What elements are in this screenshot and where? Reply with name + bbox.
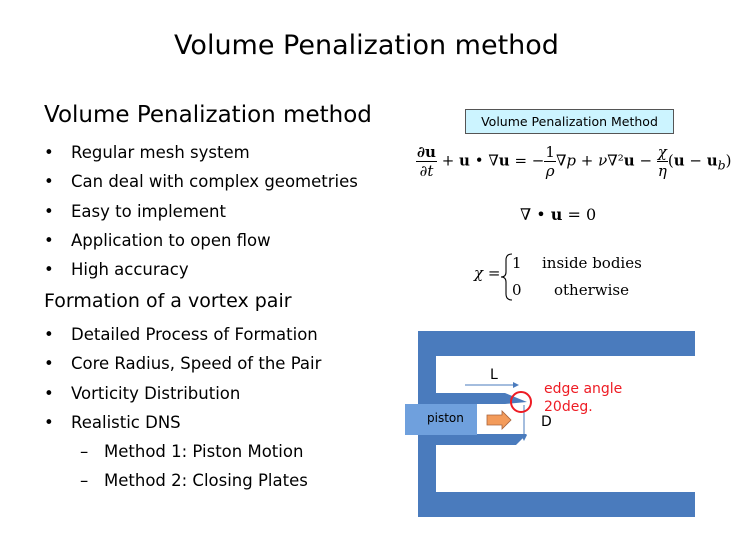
edge-highlight-circle bbox=[510, 391, 532, 413]
upper-tube-wall bbox=[436, 393, 527, 404]
piston-block bbox=[405, 404, 477, 435]
chi-brace bbox=[500, 253, 513, 301]
vortex-bullet-list: •Detailed Process of Formation •Core Rad… bbox=[44, 320, 321, 437]
bullet-item: •Realistic DNS bbox=[44, 412, 181, 432]
bullet-item: •Application to open flow bbox=[44, 230, 271, 250]
bullet-item: •Core Radius, Speed of the Pair bbox=[44, 354, 322, 374]
section-heading-vortex: Formation of a vortex pair bbox=[44, 290, 292, 312]
section-heading-method: Volume Penalization method bbox=[44, 102, 372, 128]
bullet-item: •Detailed Process of Formation bbox=[44, 325, 318, 344]
sub-bullet-item: –Method 2: Closing Plates bbox=[80, 471, 308, 491]
chi-case1-text: inside bodies bbox=[542, 254, 642, 272]
bottom-wall bbox=[418, 492, 695, 517]
method-sub-list: –Method 1: Piston Motion –Method 2: Clos… bbox=[80, 437, 308, 496]
piston-label: piston bbox=[427, 411, 464, 425]
length-label: L bbox=[490, 367, 498, 383]
edge-angle-label: edge angle 20deg. bbox=[544, 381, 623, 415]
piston-diagram bbox=[405, 331, 695, 517]
diameter-label: D bbox=[541, 414, 552, 430]
bullet-item: •High accuracy bbox=[44, 260, 189, 280]
chi-case2-value: 0 bbox=[512, 281, 522, 299]
continuity-equation: ∇ • u = 0 bbox=[520, 205, 597, 224]
chi-case2-text: otherwise bbox=[554, 281, 629, 299]
top-wall bbox=[418, 331, 695, 356]
bullet-item: •Can deal with complex geometries bbox=[44, 172, 358, 192]
bullet-item: •Regular mesh system bbox=[44, 143, 250, 162]
sub-bullet-item: –Method 1: Piston Motion bbox=[80, 442, 304, 461]
chi-symbol: χ = bbox=[474, 264, 501, 282]
bullet-item: •Easy to implement bbox=[44, 201, 226, 221]
bullet-item: •Vorticity Distribution bbox=[44, 383, 241, 403]
piston-motion-arrow bbox=[486, 410, 512, 430]
method-bullet-list: •Regular mesh system •Can deal with comp… bbox=[44, 138, 358, 284]
slide-title: Volume Penalization method bbox=[174, 30, 559, 61]
chi-case1-value: 1 bbox=[512, 254, 522, 272]
equation-label-box: Volume Penalization Method bbox=[465, 109, 674, 134]
